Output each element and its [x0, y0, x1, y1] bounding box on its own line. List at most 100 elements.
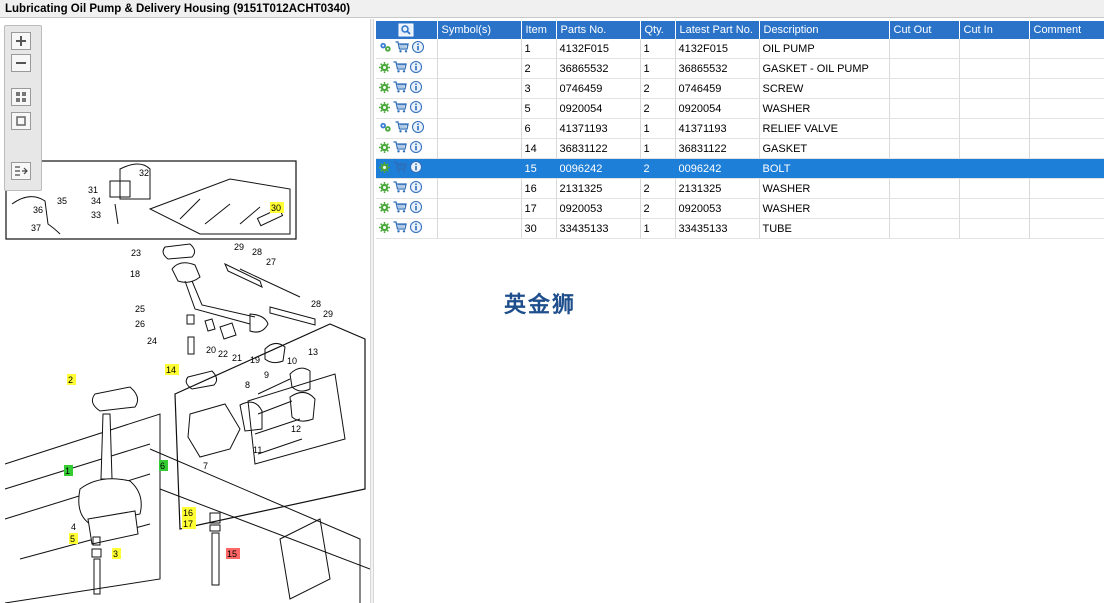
- cart-icon[interactable]: [393, 141, 407, 156]
- zoom-in-icon[interactable]: [11, 32, 31, 50]
- cart-icon[interactable]: [393, 201, 407, 216]
- info-icon[interactable]: [410, 141, 422, 156]
- table-row[interactable]: 1 4132F015 1 4132F015 OIL PUMP: [376, 39, 1104, 59]
- cart-icon[interactable]: [395, 121, 409, 136]
- cart-icon[interactable]: [393, 181, 407, 196]
- table-row[interactable]: 15 0096242 2 0096242 BOLT: [376, 158, 1104, 179]
- callout-20[interactable]: 20: [206, 345, 216, 355]
- callout-36[interactable]: 36: [33, 205, 43, 215]
- info-icon[interactable]: [410, 101, 422, 116]
- table-row[interactable]: 6 41371193 1 41371193 RELIEF VALVE: [376, 118, 1104, 139]
- cart-icon[interactable]: [393, 81, 407, 96]
- gear-icon[interactable]: [379, 141, 390, 156]
- info-icon[interactable]: [410, 161, 422, 176]
- table-row[interactable]: 16 2131325 2 2131325 WASHER: [376, 178, 1104, 199]
- callout-29b[interactable]: 29: [323, 309, 333, 319]
- callout-37[interactable]: 37: [31, 223, 41, 233]
- header-item[interactable]: Item: [521, 21, 557, 39]
- gear-icon[interactable]: [379, 181, 390, 196]
- info-icon[interactable]: [410, 61, 422, 76]
- info-icon[interactable]: [410, 201, 422, 216]
- gear-icon[interactable]: [379, 61, 390, 76]
- callout-11[interactable]: 11: [253, 445, 262, 455]
- callout-2[interactable]: 2: [68, 375, 73, 385]
- gears-icon[interactable]: [379, 121, 392, 136]
- callout-1[interactable]: 1: [65, 466, 70, 476]
- callout-23[interactable]: 23: [131, 248, 141, 258]
- header-qty[interactable]: Qty.: [640, 21, 676, 39]
- gear-icon[interactable]: [379, 161, 390, 176]
- cart-icon[interactable]: [393, 61, 407, 76]
- gears-icon[interactable]: [379, 41, 392, 56]
- callout-12[interactable]: 12: [291, 424, 301, 434]
- callout-26[interactable]: 26: [135, 319, 145, 329]
- callout-19[interactable]: 19: [250, 355, 260, 365]
- zoom-out-icon[interactable]: [11, 54, 31, 72]
- header-comment[interactable]: Comment: [1029, 21, 1104, 39]
- table-search-icon[interactable]: [398, 23, 414, 37]
- callout-28[interactable]: 28: [252, 247, 262, 257]
- info-icon[interactable]: [412, 121, 424, 136]
- callout-15[interactable]: 15: [227, 549, 237, 559]
- cart-icon[interactable]: [393, 161, 407, 176]
- callout-14[interactable]: 14: [166, 365, 176, 375]
- header-symbols[interactable]: Symbol(s): [437, 21, 522, 39]
- callout-9[interactable]: 9: [264, 370, 269, 380]
- callout-10[interactable]: 10: [287, 356, 297, 366]
- table-row[interactable]: 5 0920054 2 0920054 WASHER: [376, 98, 1104, 119]
- actual-size-icon[interactable]: [11, 112, 31, 130]
- callout-4[interactable]: 4: [71, 522, 76, 532]
- callout-16[interactable]: 16: [183, 508, 193, 518]
- callout-22[interactable]: 22: [218, 349, 228, 359]
- header-description[interactable]: Description: [759, 21, 890, 39]
- callout-21[interactable]: 21: [232, 353, 242, 363]
- header-latest-part-no[interactable]: Latest Part No.: [675, 21, 760, 39]
- callout-28b[interactable]: 28: [311, 299, 321, 309]
- callout-27[interactable]: 27: [266, 257, 276, 267]
- callout-31[interactable]: 31: [88, 185, 98, 195]
- cell-comment: [1029, 198, 1104, 219]
- table-row[interactable]: 2 36865532 1 36865532 GASKET - OIL PUMP: [376, 58, 1104, 79]
- header-parts-no[interactable]: Parts No.: [556, 21, 641, 39]
- export-icon[interactable]: [11, 162, 31, 180]
- cart-icon[interactable]: [393, 221, 407, 236]
- callout-34[interactable]: 34: [91, 196, 101, 206]
- header-search-cell[interactable]: [376, 21, 438, 39]
- callout-29[interactable]: 29: [234, 242, 244, 252]
- cell-item: 6: [521, 118, 557, 139]
- callout-32[interactable]: 32: [139, 168, 149, 178]
- callout-8[interactable]: 8: [245, 380, 250, 390]
- info-icon[interactable]: [410, 181, 422, 196]
- table-row[interactable]: 30 33435133 1 33435133 TUBE: [376, 218, 1104, 239]
- pane-splitter[interactable]: [370, 19, 374, 603]
- callout-18[interactable]: 18: [130, 269, 140, 279]
- table-row[interactable]: 14 36831122 1 36831122 GASKET: [376, 138, 1104, 159]
- info-icon[interactable]: [410, 81, 422, 96]
- callout-30[interactable]: 30: [271, 203, 281, 213]
- cart-icon[interactable]: [395, 41, 409, 56]
- info-icon[interactable]: [412, 41, 424, 56]
- header-cut-out[interactable]: Cut Out: [889, 21, 960, 39]
- gear-icon[interactable]: [379, 221, 390, 236]
- table-row[interactable]: 3 0746459 2 0746459 SCREW: [376, 78, 1104, 99]
- exploded-diagram[interactable]: 32 31 34 33 35 36 37 30 23 29 28 27 18 2…: [0, 19, 370, 603]
- callout-24[interactable]: 24: [147, 336, 157, 346]
- callout-17[interactable]: 17: [183, 519, 193, 529]
- gear-icon[interactable]: [379, 201, 390, 216]
- header-cut-in[interactable]: Cut In: [959, 21, 1030, 39]
- table-row[interactable]: 17 0920053 2 0920053 WASHER: [376, 198, 1104, 219]
- callout-13[interactable]: 13: [308, 347, 318, 357]
- callout-7[interactable]: 7: [203, 461, 208, 471]
- callout-6[interactable]: 6: [160, 461, 165, 471]
- callout-5[interactable]: 5: [70, 534, 75, 544]
- gear-icon[interactable]: [379, 81, 390, 96]
- callout-3[interactable]: 3: [113, 549, 118, 559]
- callout-25[interactable]: 25: [135, 304, 145, 314]
- fit-all-icon[interactable]: [11, 88, 31, 106]
- info-icon[interactable]: [410, 221, 422, 236]
- callout-33[interactable]: 33: [91, 210, 101, 220]
- cart-icon[interactable]: [393, 101, 407, 116]
- callout-35[interactable]: 35: [57, 196, 67, 206]
- diagram-pane[interactable]: 32 31 34 33 35 36 37 30 23 29 28 27 18 2…: [0, 19, 370, 603]
- gear-icon[interactable]: [379, 101, 390, 116]
